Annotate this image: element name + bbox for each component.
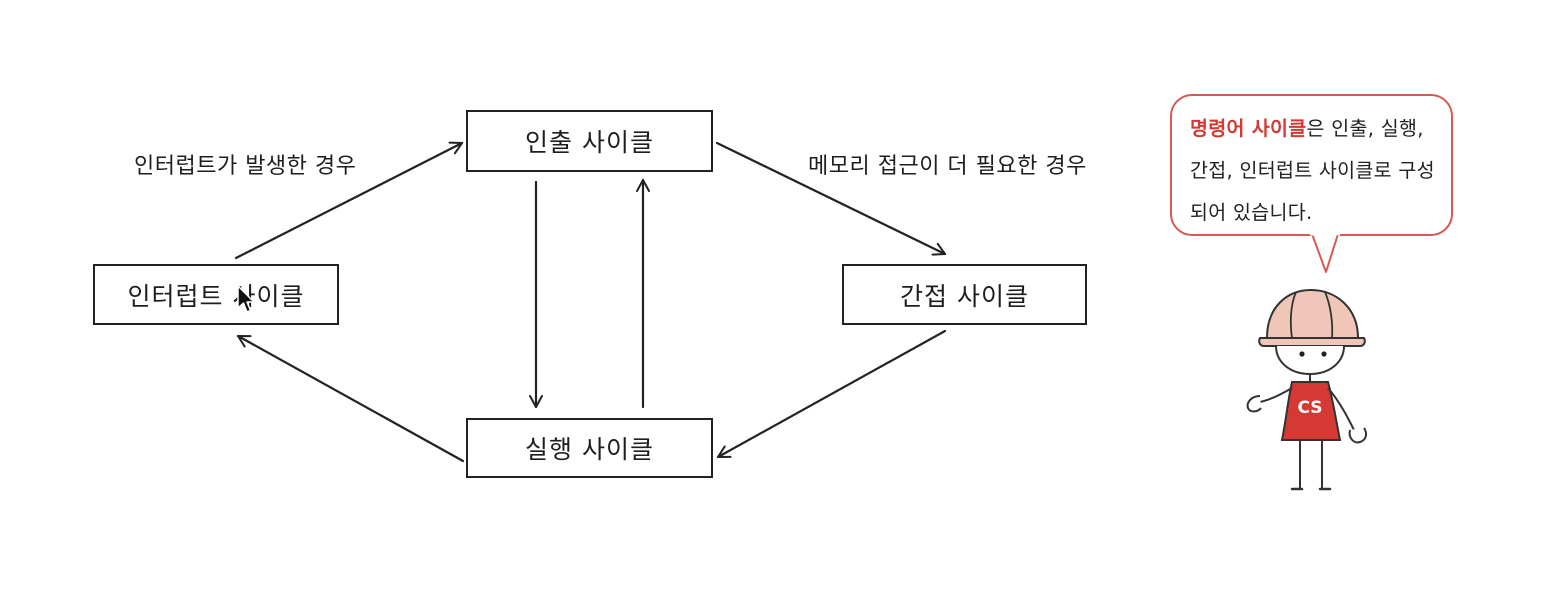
shirt-label: CS	[1297, 398, 1322, 418]
edge-label-interrupt-occurs: 인터럽트가 발생한 경우	[134, 154, 357, 179]
speech-bubble-text: 은 인출, 실행, 간접, 인터럽트 사이클로 구성되어 있습니다.	[1190, 117, 1435, 224]
interrupt-cycle-label: 인터럽트 사이클	[127, 281, 305, 311]
mouse-cursor-icon	[237, 285, 255, 313]
arrow-indirect-to-execute	[716, 329, 947, 459]
indirect-cycle-label: 간접 사이클	[900, 281, 1029, 311]
fetch-cycle-label: 인출 사이클	[525, 128, 654, 157]
arrow-execute-to-interrupt	[236, 334, 465, 463]
execute-cycle-label: 실행 사이클	[525, 435, 654, 464]
speech-bubble: 명령어 사이클은 인출, 실행, 간접, 인터럽트 사이클로 구성되어 있습니다…	[1170, 94, 1453, 236]
interrupt-cycle-node: 인터럽트 사이클	[93, 264, 339, 325]
speech-bubble-tail	[1310, 232, 1340, 273]
execute-cycle-node: 실행 사이클	[466, 418, 713, 478]
helmet-icon	[1258, 288, 1366, 347]
cs-mascot-character: CS	[1246, 288, 1368, 491]
indirect-cycle-node: 간접 사이클	[842, 264, 1087, 325]
fetch-cycle-node: 인출 사이클	[466, 110, 713, 172]
edge-label-memory-access: 메모리 접근이 더 필요한 경우	[808, 154, 1087, 179]
speech-bubble-highlight: 명령어 사이클	[1190, 117, 1307, 140]
